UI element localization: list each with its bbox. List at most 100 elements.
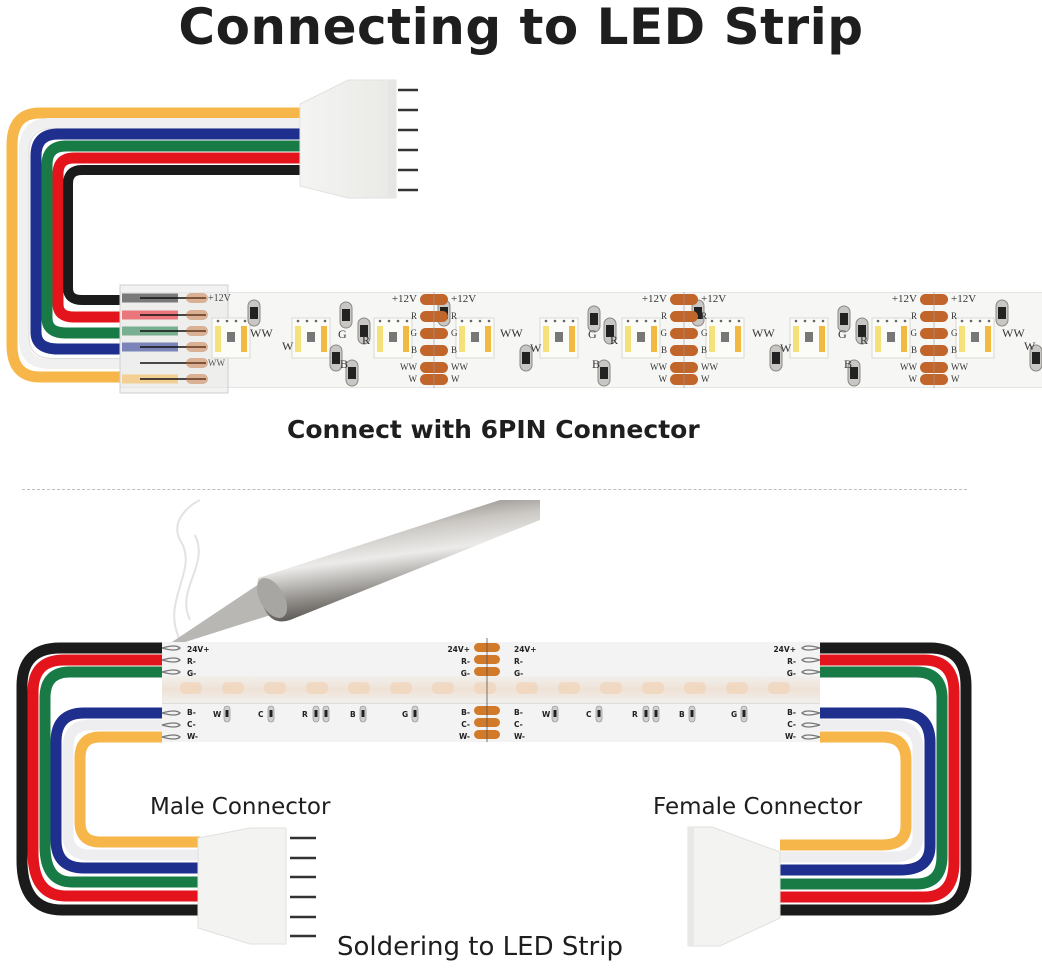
- wire-red: [27, 654, 200, 902]
- component-label: W: [542, 710, 551, 719]
- wire-warm-white: [780, 731, 912, 851]
- pad-label: R: [701, 311, 707, 321]
- svg-text:W-: W-: [514, 732, 525, 741]
- wire-black: [63, 165, 302, 305]
- cob-resistor: [322, 705, 330, 723]
- wire-black: [16, 642, 200, 916]
- resistor: [837, 305, 851, 333]
- solder-pad-column: [920, 292, 948, 388]
- channel-label: B: [592, 357, 600, 371]
- svg-text:24V+: 24V+: [514, 645, 537, 654]
- top-caption: Connect with 6PIN Connector: [287, 415, 700, 444]
- connector-pins: [398, 88, 418, 192]
- wire-green: [41, 140, 302, 339]
- wire-warm-white: [74, 731, 200, 848]
- top-6pin-connector: [299, 79, 418, 199]
- resistor: [847, 359, 861, 387]
- cob-resistor: [595, 705, 603, 723]
- pad-label: +12V: [451, 293, 476, 305]
- svg-text:W-: W-: [785, 732, 796, 741]
- cob-resistor: [359, 705, 367, 723]
- wire-blue: [780, 707, 936, 876]
- pad-label: +12V: [892, 293, 917, 305]
- wire-red: [780, 654, 960, 903]
- svg-text:G-: G-: [461, 669, 470, 678]
- channel-label: W: [780, 341, 792, 355]
- soldering-iron-icon: [160, 500, 540, 650]
- component-label: C: [586, 710, 592, 719]
- channel-label: R: [362, 333, 370, 347]
- resistor: [519, 344, 533, 372]
- pad-label: G: [701, 328, 708, 338]
- cob-resistor: [411, 705, 419, 723]
- female-connector-label: Female Connector: [653, 794, 863, 820]
- pad-label: +12V: [701, 293, 726, 305]
- component-label: C: [258, 710, 264, 719]
- svg-text:G-: G-: [514, 669, 523, 678]
- clamp-connector: +12V WW: [119, 284, 232, 394]
- resistor: [345, 359, 359, 387]
- resistor: [597, 359, 611, 387]
- svg-text:B-: B-: [787, 708, 796, 717]
- center-solder-pads: [474, 638, 500, 742]
- smd-led-chip: [871, 317, 911, 359]
- solder-pad-column: [670, 292, 698, 388]
- resistor: [247, 299, 261, 327]
- pad-label: R: [951, 311, 957, 321]
- resistor: [855, 317, 869, 345]
- pad-label: WW: [900, 362, 917, 372]
- smd-led-chip: [789, 317, 829, 359]
- cob-led-glow: [180, 682, 790, 694]
- pad-label: R: [451, 311, 457, 321]
- cob-resistor: [642, 705, 650, 723]
- channel-label: WW: [500, 326, 523, 340]
- component-label: B: [679, 710, 685, 719]
- pad-label: G: [911, 328, 918, 338]
- resistor: [995, 299, 1009, 327]
- pad-label: B: [911, 345, 917, 355]
- bottom-right-wire-bundle: [780, 642, 972, 916]
- pad-label: WW: [400, 362, 417, 372]
- top-wire-bundle: [6, 107, 302, 383]
- pad-label: B: [951, 345, 957, 355]
- wire-green: [39, 666, 200, 888]
- svg-text:B-: B-: [461, 708, 470, 717]
- component-label: B: [350, 710, 356, 719]
- smd-led-chip: [373, 317, 413, 359]
- pad-label: R: [661, 311, 667, 321]
- svg-text:W-: W-: [459, 732, 470, 741]
- wire-white: [19, 118, 302, 369]
- component-label: W: [213, 710, 222, 719]
- smd-led-chip: [621, 317, 661, 359]
- smd-led-chip: [291, 317, 331, 359]
- wire-red: [52, 152, 302, 323]
- smd-led-chip: [211, 317, 251, 359]
- pad-label: +12V: [642, 293, 667, 305]
- svg-text:C-: C-: [514, 720, 523, 729]
- svg-text:B-: B-: [514, 708, 523, 717]
- pad-label: G: [951, 328, 958, 338]
- svg-text:R-: R-: [187, 657, 196, 666]
- cob-resistor: [688, 705, 696, 723]
- cob-resistor: [223, 705, 231, 723]
- pad-label: R: [911, 311, 917, 321]
- wire-green: [780, 666, 948, 890]
- svg-text:C-: C-: [187, 720, 196, 729]
- svg-text:WW: WW: [208, 358, 225, 368]
- svg-text:C-: C-: [787, 720, 796, 729]
- bottom-soldering-diagram: 24V+ R- G- B- C- W- 24V+ R- G- B- C- W- …: [16, 499, 972, 947]
- pad-label: B: [701, 345, 707, 355]
- section-divider: [22, 489, 967, 490]
- pad-label: WW: [451, 362, 468, 372]
- svg-text:24V+: 24V+: [447, 645, 470, 654]
- female-connector: [687, 826, 781, 947]
- pad-label: B: [451, 345, 457, 355]
- resistor: [357, 317, 371, 345]
- channel-label: G: [588, 327, 597, 341]
- pad-label: B: [411, 345, 417, 355]
- solder-joints: [161, 645, 821, 740]
- resistor: [1029, 344, 1042, 372]
- channel-label: WW: [752, 326, 775, 340]
- solder-pad-column: [420, 292, 448, 388]
